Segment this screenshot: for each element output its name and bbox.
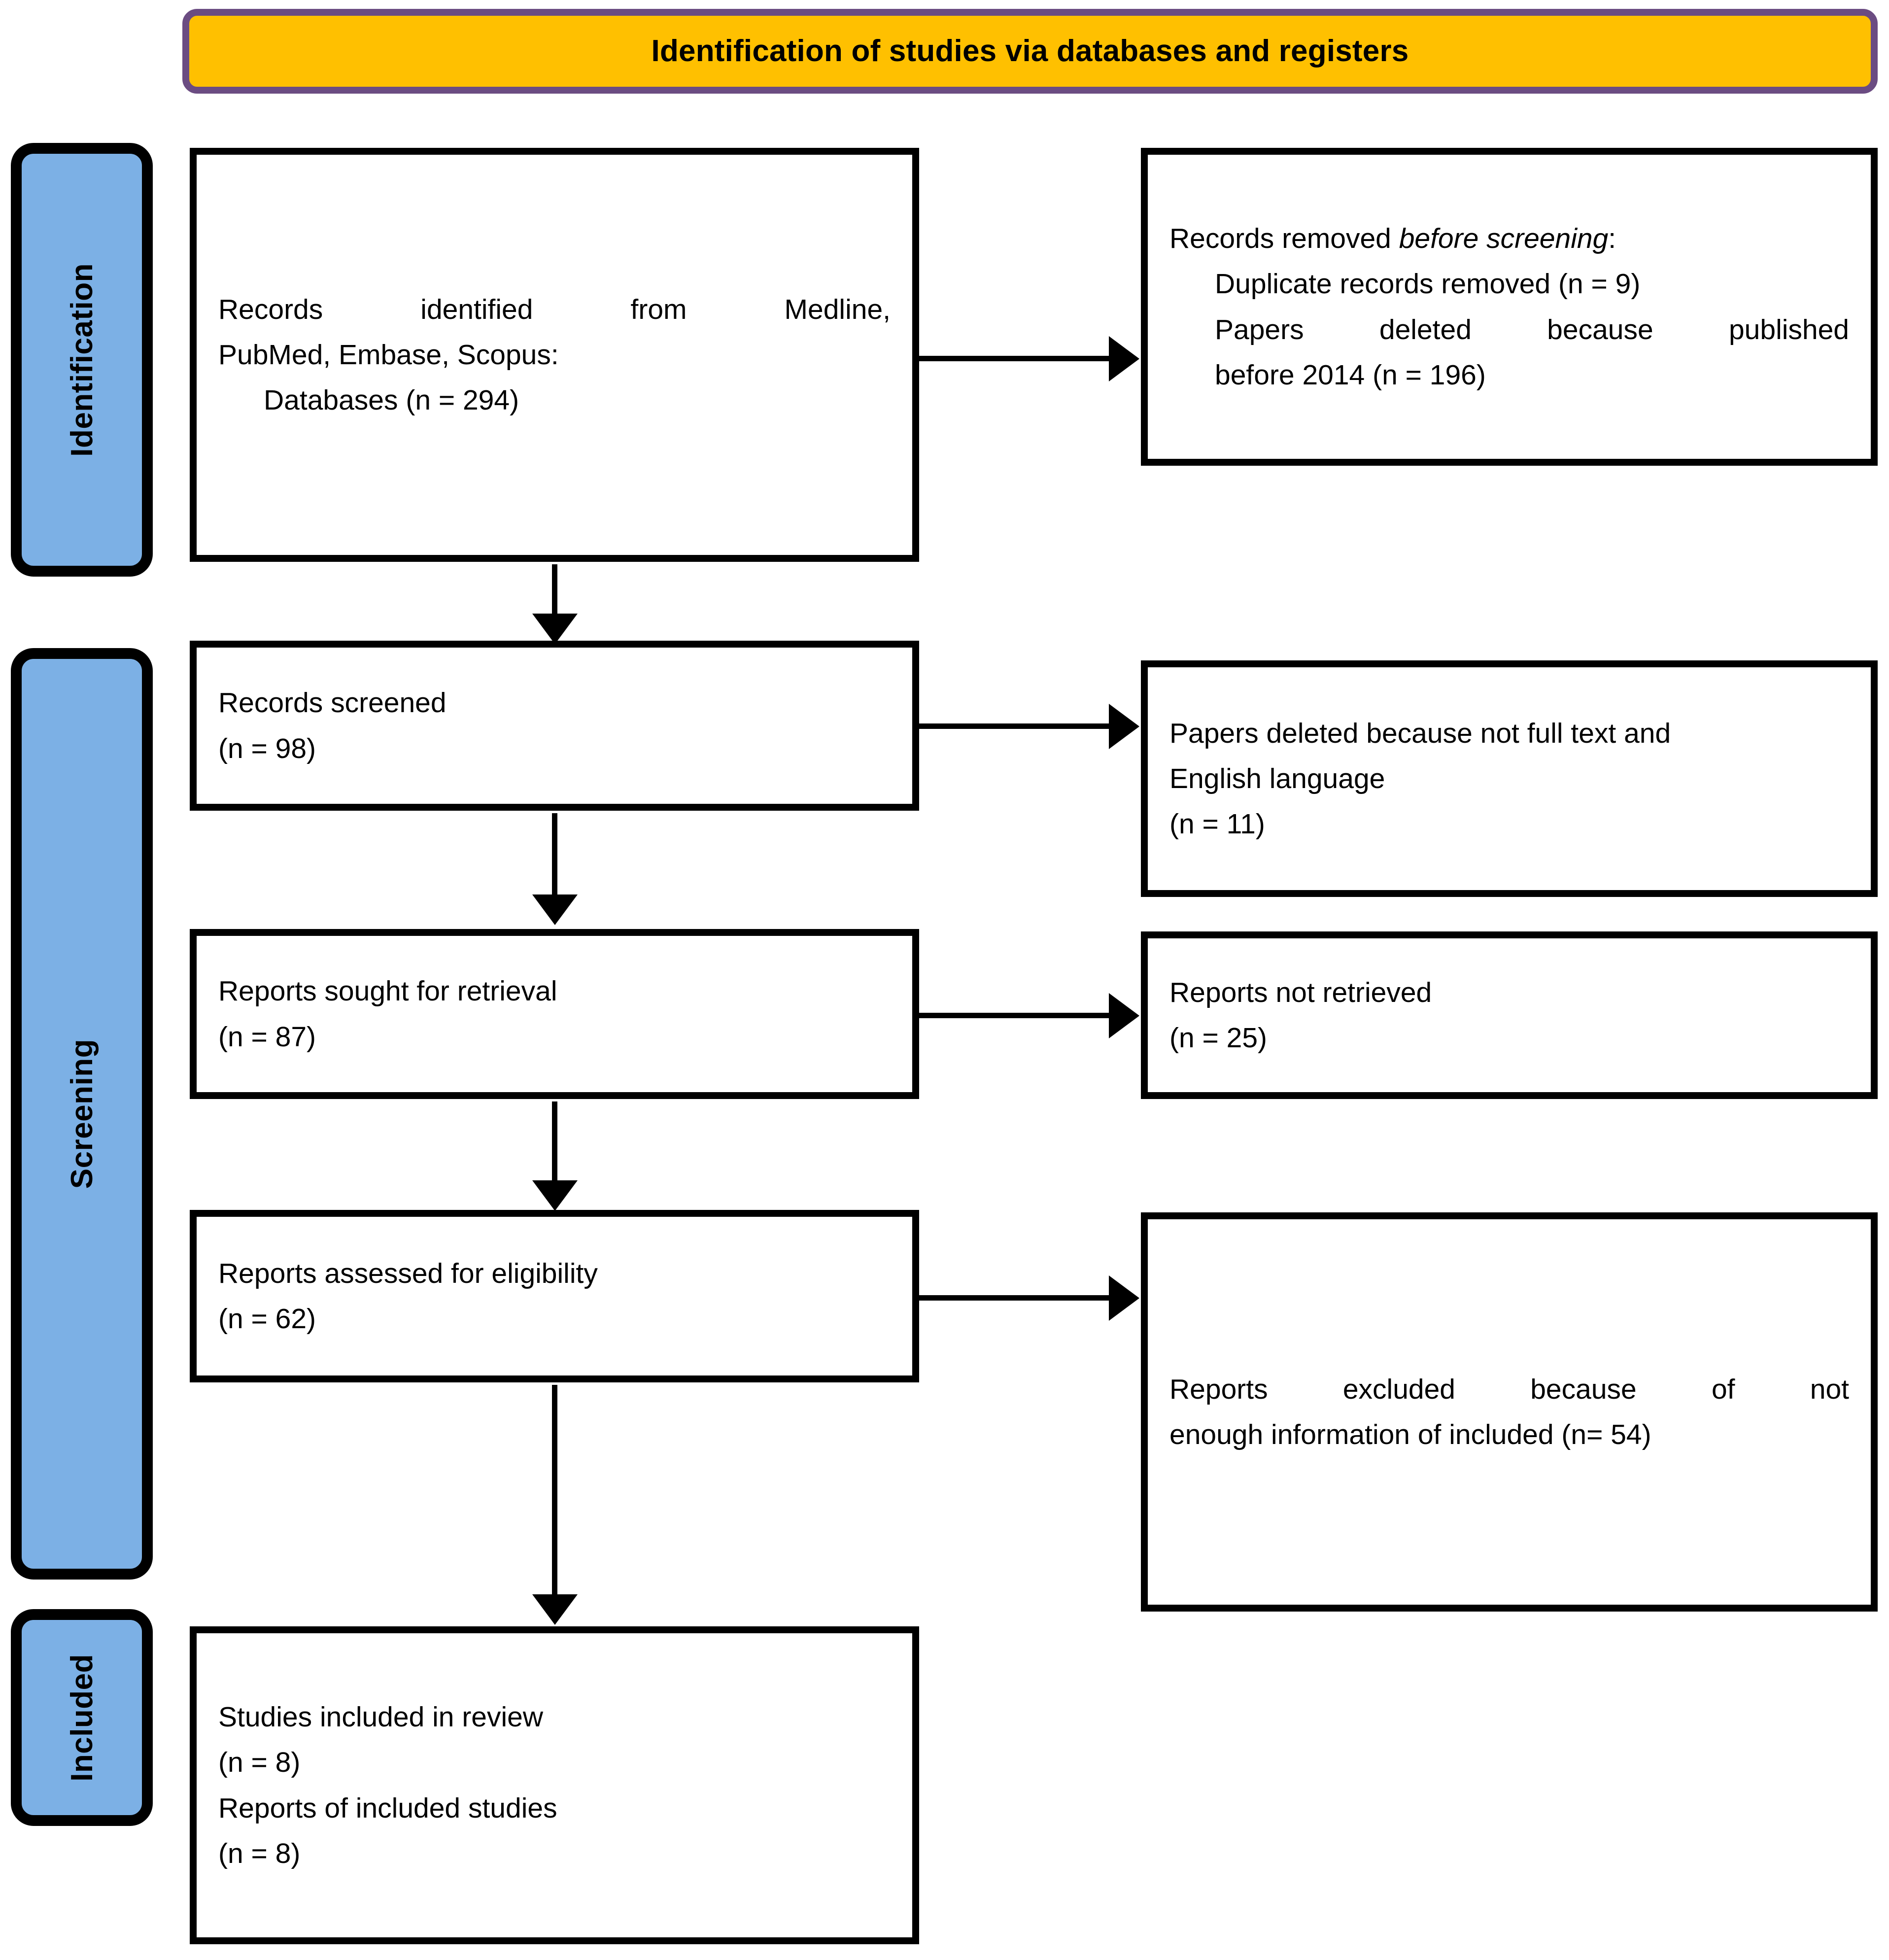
node-records-screened: Records screened (n = 98)	[190, 641, 919, 811]
studies-included-line-3: Reports of included studies	[218, 1792, 557, 1824]
reports-assessed-line-2: (n = 62)	[218, 1303, 316, 1335]
not-full-text-line-2: English language	[1169, 762, 1385, 794]
records-screened-line-1: Records screened	[218, 687, 446, 719]
arrow-sought-to-assessed-line	[552, 1101, 557, 1180]
arrow-identified-to-screened-head	[532, 614, 578, 644]
records-removed-line-4: before 2014 (n = 196)	[1215, 359, 1486, 391]
arrow-identified-to-removed-head	[1109, 336, 1139, 381]
records-removed-italic: before screening	[1399, 222, 1609, 254]
diagram-header-banner: Identification of studies via databases …	[182, 9, 1878, 94]
records-screened-line-2: (n = 98)	[218, 732, 316, 764]
not-retrieved-line-2: (n = 25)	[1169, 1022, 1268, 1054]
studies-included-line-4: (n = 8)	[218, 1837, 301, 1869]
reports-excluded-line-1: Reports excluded because of not	[1169, 1373, 1849, 1405]
node-papers-deleted-not-full-text: Papers deleted because not full text and…	[1141, 660, 1878, 897]
stage-identification-text: Identification	[65, 263, 99, 457]
studies-included-line-1: Studies included in review	[218, 1701, 544, 1733]
stage-label-included: Included	[11, 1609, 153, 1826]
arrow-sought-to-assessed-head	[532, 1180, 578, 1211]
node-reports-excluded: Reports excluded because of not enough i…	[1141, 1212, 1878, 1612]
not-full-text-line-1: Papers deleted because not full text and	[1169, 717, 1671, 749]
arrow-assessed-to-excluded-line	[917, 1295, 1114, 1301]
arrow-screened-to-sought-head	[532, 894, 578, 925]
not-retrieved-line-1: Reports not retrieved	[1169, 976, 1432, 1008]
node-reports-not-retrieved: Reports not retrieved (n = 25)	[1141, 931, 1878, 1099]
reports-sought-line-1: Reports sought for retrieval	[218, 975, 557, 1007]
arrow-assessed-to-included-head	[532, 1594, 578, 1625]
records-removed-suffix: :	[1608, 222, 1616, 254]
stage-screening-text: Screening	[65, 1038, 99, 1189]
reports-assessed-line-1: Reports assessed for eligibility	[218, 1257, 598, 1289]
arrow-assessed-to-included-line	[552, 1385, 557, 1597]
node-records-identified: Records identified from Medline, PubMed,…	[190, 148, 919, 562]
stage-included-text: Included	[65, 1653, 99, 1782]
arrow-identified-to-removed-line	[917, 356, 1114, 361]
node-reports-sought: Reports sought for retrieval (n = 87)	[190, 929, 919, 1099]
arrow-sought-to-not-retrieved-line	[917, 1013, 1114, 1018]
arrow-screened-to-not-full-text-head	[1109, 704, 1139, 749]
records-identified-line-2: PubMed, Embase, Scopus:	[218, 339, 559, 371]
node-reports-assessed: Reports assessed for eligibility (n = 62…	[190, 1210, 919, 1382]
banner-title: Identification of studies via databases …	[651, 34, 1409, 68]
records-removed-line-2: Duplicate records removed (n = 9)	[1215, 268, 1641, 300]
arrow-screened-to-not-full-text-line	[917, 723, 1114, 729]
stage-label-identification: Identification	[11, 143, 153, 577]
arrow-assessed-to-excluded-head	[1109, 1275, 1139, 1321]
not-full-text-line-3: (n = 11)	[1169, 808, 1265, 840]
records-removed-line-1: Records removed before screening:	[1169, 216, 1849, 261]
records-removed-line-3: Papers deleted because published	[1215, 313, 1849, 345]
records-identified-line-3: Databases (n = 294)	[264, 384, 519, 416]
arrow-screened-to-sought-line	[552, 813, 557, 897]
records-removed-prefix: Records removed	[1169, 222, 1399, 254]
records-identified-line-1: Records identified from Medline,	[218, 293, 891, 325]
stage-label-screening: Screening	[11, 648, 153, 1580]
reports-sought-line-2: (n = 87)	[218, 1021, 316, 1053]
node-records-removed: Records removed before screening: Duplic…	[1141, 148, 1878, 466]
reports-excluded-line-2: enough information of included (n= 54)	[1169, 1419, 1651, 1450]
arrow-sought-to-not-retrieved-head	[1109, 993, 1139, 1038]
arrow-identified-to-screened-line	[552, 564, 557, 631]
studies-included-line-2: (n = 8)	[218, 1747, 301, 1779]
node-studies-included: Studies included in review (n = 8) Repor…	[190, 1626, 919, 1944]
